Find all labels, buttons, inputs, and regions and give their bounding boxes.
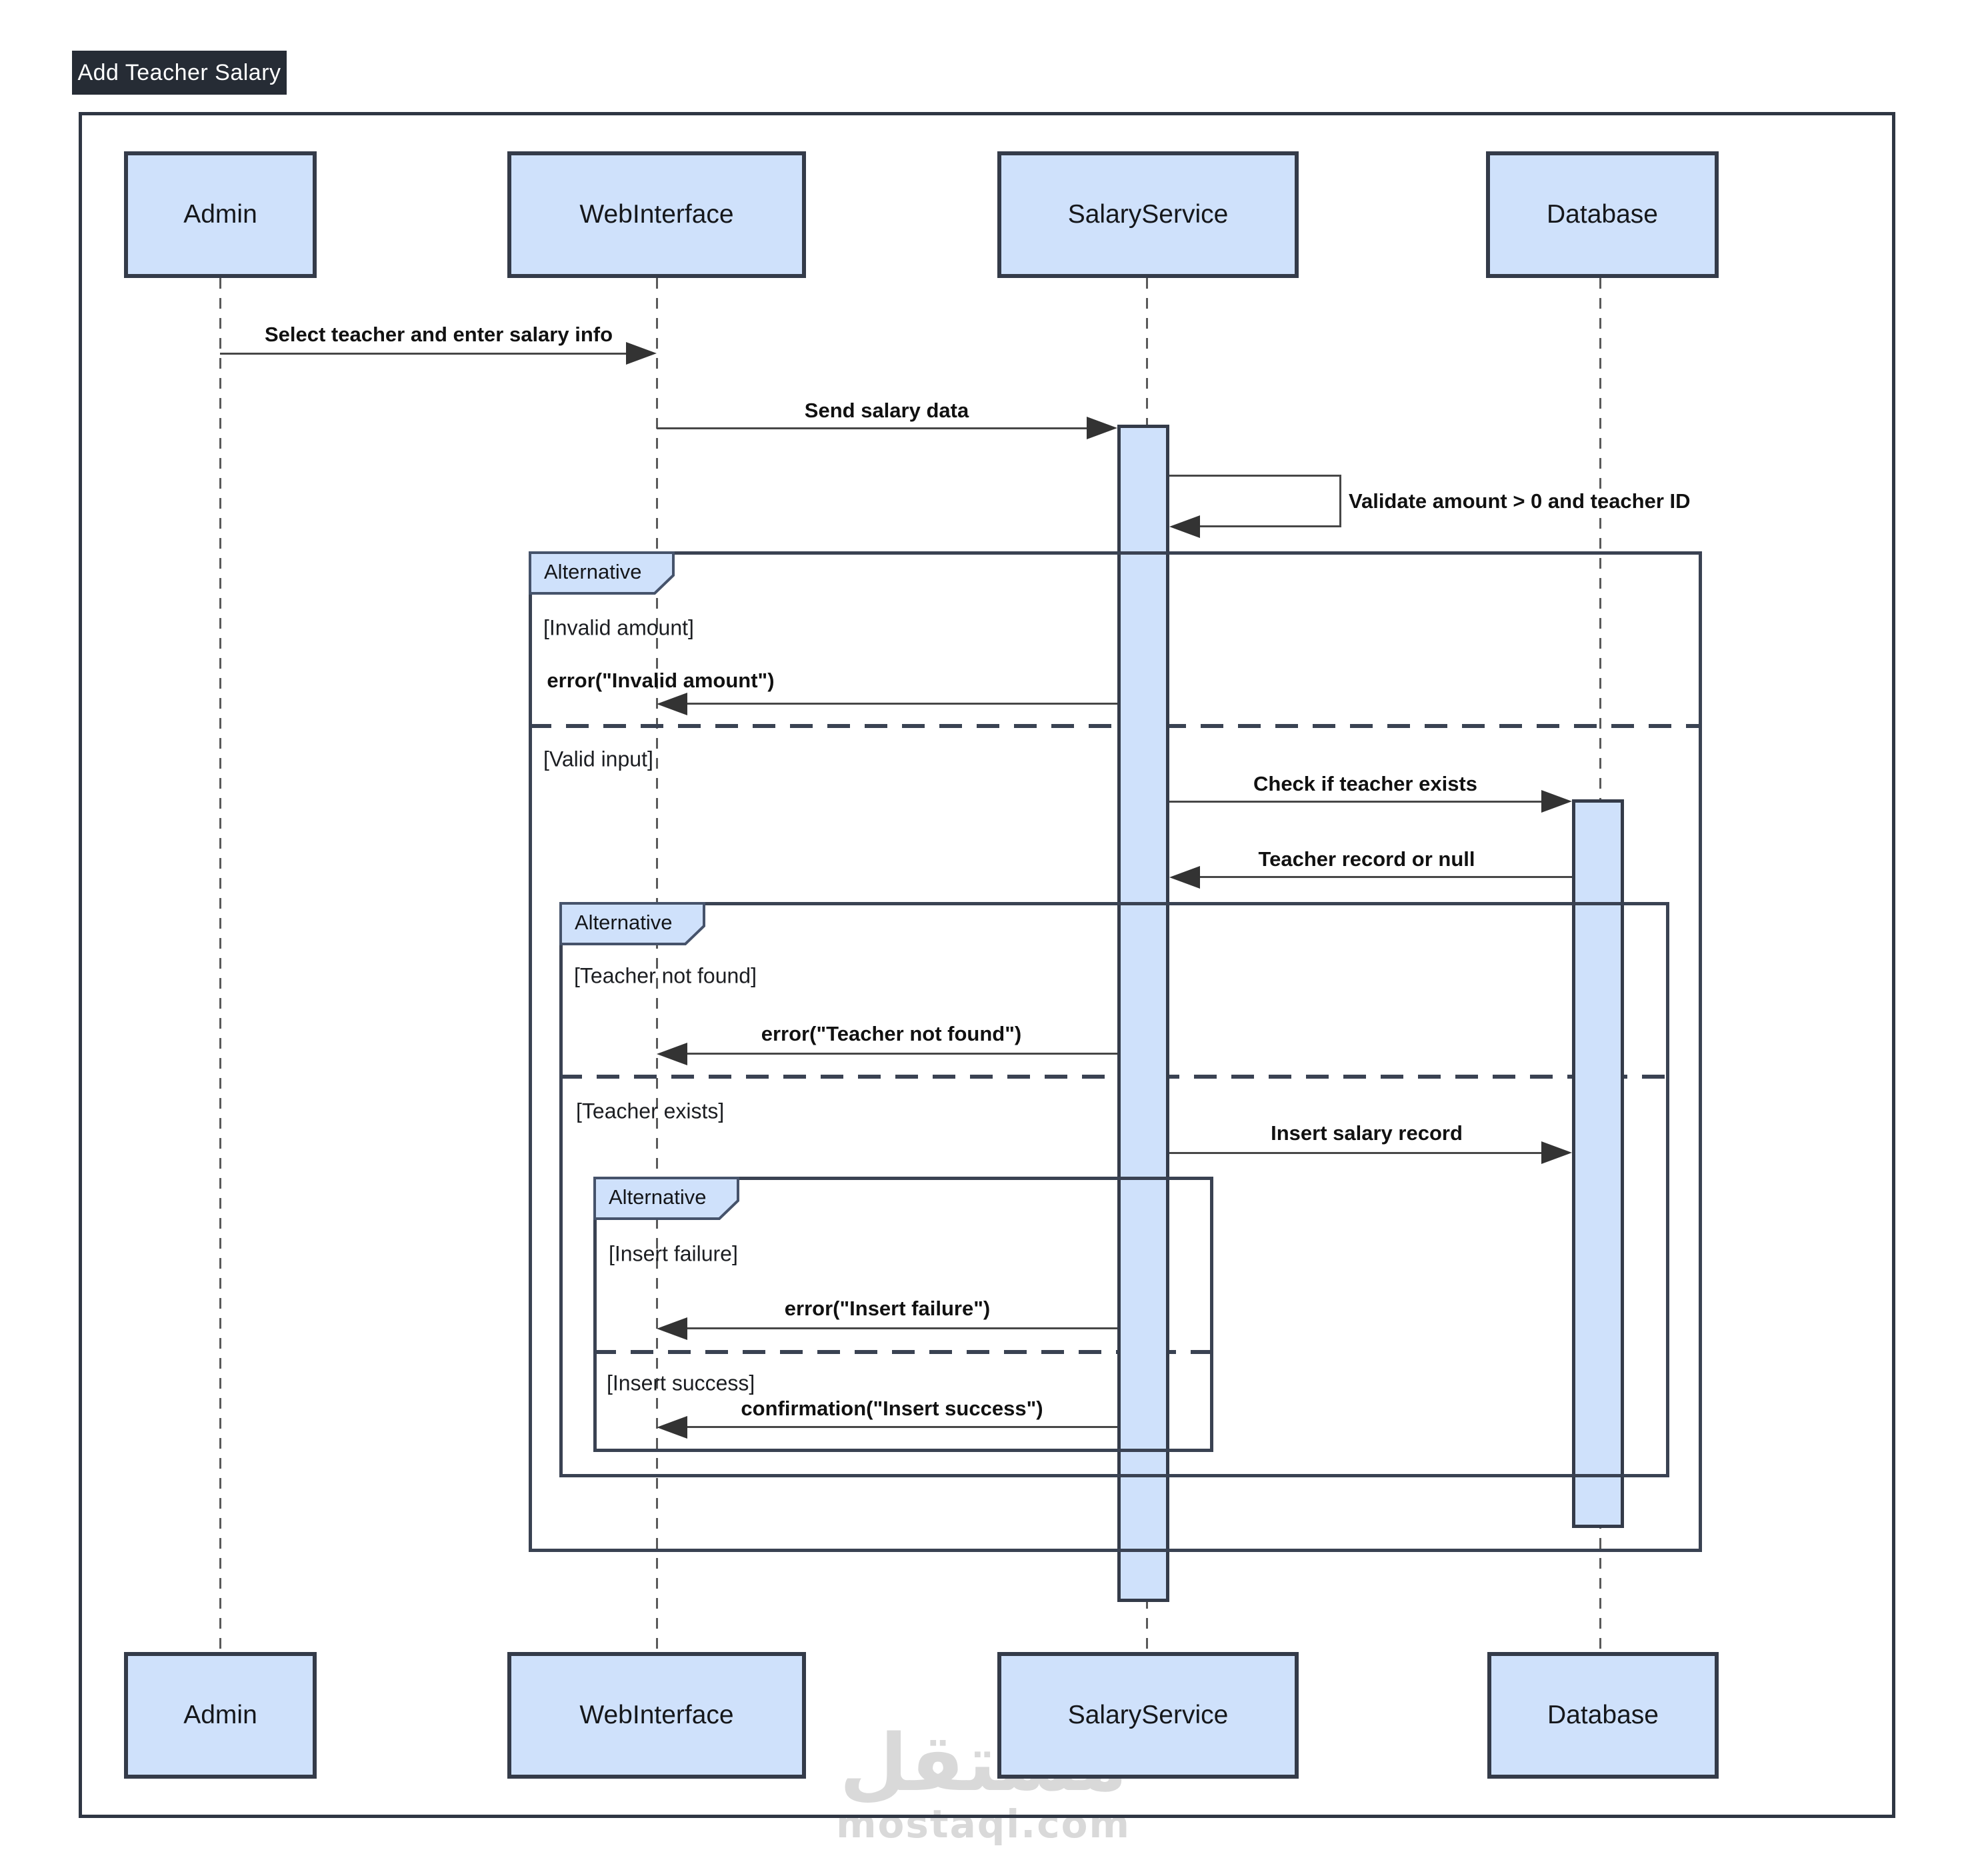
activation-bar-database — [1572, 799, 1624, 1528]
message-label-validate: Validate amount > 0 and teacher ID — [1349, 489, 1691, 513]
alt-divider-inner — [593, 1350, 1213, 1354]
lifeline-webinterface — [656, 278, 658, 1652]
message-arrow-teacher-record — [1199, 876, 1572, 878]
arrowhead-insert-record — [1541, 1141, 1572, 1164]
message-label-error-invalid: error("Invalid amount") — [547, 669, 775, 692]
message-arrow-error-not-found — [686, 1053, 1117, 1055]
guard-teacher-exists: [Teacher exists] — [576, 1099, 725, 1123]
arrowhead-teacher-record — [1169, 866, 1200, 889]
guard-insert-success: [Insert success] — [607, 1371, 755, 1395]
arrowhead-confirm-insert — [657, 1416, 687, 1439]
message-label-confirm-insert: confirmation("Insert success") — [741, 1397, 1043, 1420]
participant-webinterface-bottom: WebInterface — [507, 1652, 806, 1779]
participant-webinterface-top: WebInterface — [507, 151, 806, 278]
message-label-teacher-record: Teacher record or null — [1258, 847, 1475, 871]
participant-database-top: Database — [1486, 151, 1719, 278]
alt-tab-inner-label: Alternative — [609, 1185, 707, 1209]
arrowhead-error-insert — [657, 1317, 687, 1340]
message-arrow-insert-record — [1169, 1152, 1543, 1154]
message-label-select-teacher: Select teacher and enter salary info — [264, 323, 613, 346]
message-arrow-error-insert — [686, 1327, 1117, 1329]
arrowhead-validate — [1169, 515, 1200, 538]
arrowhead-send-salary — [1087, 417, 1117, 439]
self-message-right-line — [1339, 475, 1341, 527]
message-arrow-send-salary — [657, 427, 1088, 429]
alt-tab-nested-label: Alternative — [575, 911, 673, 934]
message-label-error-not-found: error("Teacher not found") — [761, 1022, 1022, 1045]
alt-tab-outer-label: Alternative — [544, 560, 642, 583]
arrowhead-error-invalid — [657, 693, 687, 715]
participant-admin-top: Admin — [124, 151, 317, 278]
watermark-latin: mostaql.com — [836, 1801, 1131, 1847]
activation-bar-salaryservice — [1117, 425, 1169, 1602]
guard-teacher-not-found: [Teacher not found] — [574, 963, 757, 988]
guard-valid-input: [Valid input] — [543, 747, 653, 771]
diagram-title: Add Teacher Salary — [72, 51, 287, 95]
participant-salaryservice-top: SalaryService — [997, 151, 1299, 278]
alt-divider-outer — [529, 724, 1702, 728]
alt-frame-outer — [529, 551, 1702, 1552]
arrowhead-select-teacher — [626, 342, 657, 365]
guard-insert-failure: [Insert failure] — [609, 1241, 738, 1266]
message-arrow-check-teacher — [1169, 801, 1543, 803]
message-arrow-select-teacher — [220, 353, 627, 355]
guard-invalid-amount: [Invalid amount] — [543, 615, 694, 640]
message-label-send-salary: Send salary data — [804, 399, 969, 422]
message-label-check-teacher: Check if teacher exists — [1253, 772, 1478, 795]
lifeline-admin — [219, 278, 221, 1652]
message-label-insert-record: Insert salary record — [1271, 1121, 1463, 1145]
participant-admin-bottom: Admin — [124, 1652, 317, 1779]
message-arrow-confirm-insert — [686, 1426, 1117, 1428]
arrowhead-error-not-found — [657, 1043, 687, 1065]
self-message-bottom-line — [1199, 525, 1341, 527]
message-arrow-error-invalid — [686, 703, 1117, 705]
participant-database-bottom: Database — [1487, 1652, 1719, 1779]
participant-salaryservice-bottom: SalaryService — [997, 1652, 1299, 1779]
alt-divider-nested — [559, 1075, 1669, 1079]
message-label-error-insert: error("Insert failure") — [784, 1297, 991, 1320]
self-message-top-line — [1169, 475, 1341, 477]
arrowhead-check-teacher — [1541, 790, 1572, 813]
